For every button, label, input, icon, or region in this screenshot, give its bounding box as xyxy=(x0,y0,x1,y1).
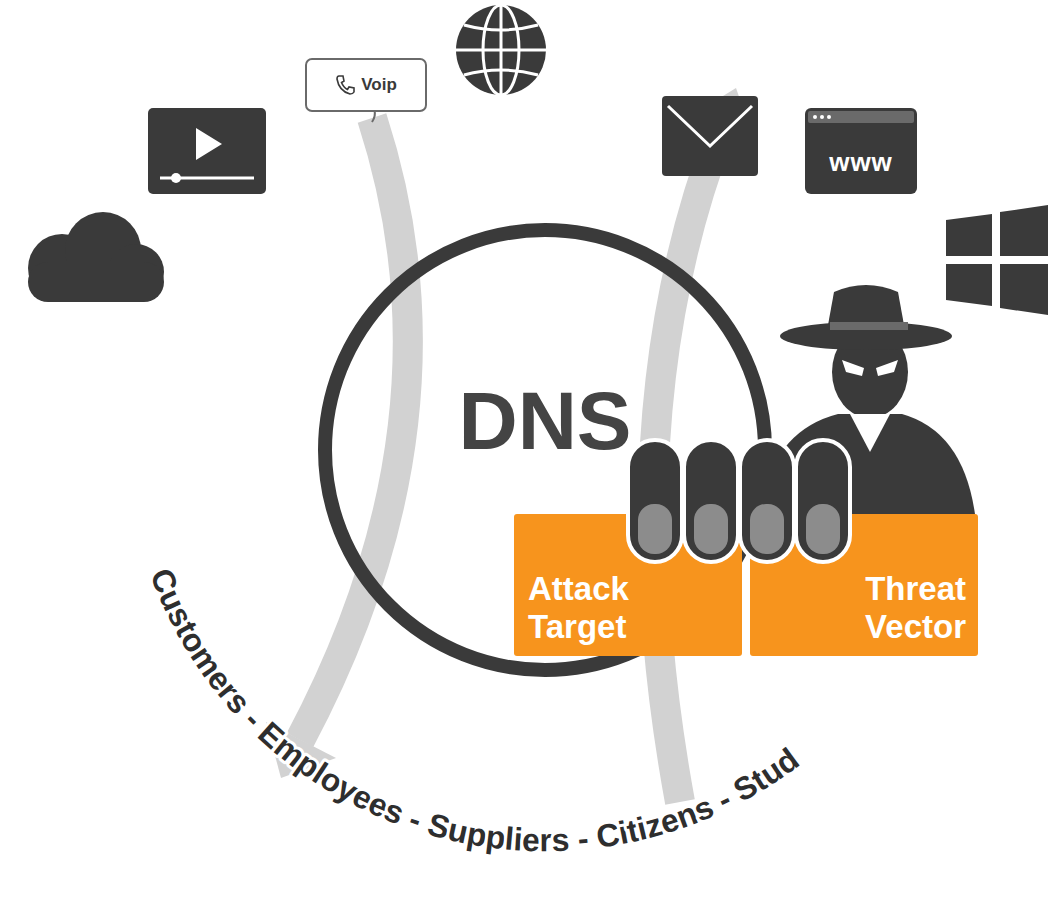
knuckle xyxy=(684,440,738,562)
flow-arrows xyxy=(266,88,756,802)
spy-hat-band xyxy=(830,322,908,330)
node-text: DNS xyxy=(458,380,631,462)
spy-eye xyxy=(876,360,898,376)
mail-icon xyxy=(662,96,758,176)
phone-glyph xyxy=(335,74,355,96)
spy-collar xyxy=(850,414,890,452)
node-text: Threat Vector xyxy=(816,570,966,646)
knuckle-tip xyxy=(750,504,784,554)
windows-logo xyxy=(946,205,1048,315)
knuckle-tip xyxy=(806,504,840,554)
globe-icon xyxy=(456,5,546,95)
knuckle xyxy=(628,440,682,562)
cloud-icon xyxy=(28,212,164,302)
spy-eye xyxy=(842,360,864,376)
knuckle-tip xyxy=(694,504,728,554)
knuckle xyxy=(740,440,794,562)
attack-target-box: Attack Target xyxy=(514,514,742,656)
spy-body xyxy=(758,414,976,522)
browser-icon: www xyxy=(805,108,917,194)
browser-bar xyxy=(805,108,917,128)
threat-vector-box: Threat Vector xyxy=(750,514,978,656)
voip-badge: Voip xyxy=(305,58,427,112)
knuckle xyxy=(796,440,850,562)
node-text: Voip xyxy=(361,75,397,95)
audience-label: Customers - Employees - Suppliers - Citi… xyxy=(143,563,805,858)
down-arrow-band xyxy=(300,118,408,740)
up-arrow-band xyxy=(653,132,720,802)
spy-hat-brim xyxy=(780,322,952,350)
node-text: Attack Target xyxy=(528,570,678,646)
video-icon xyxy=(148,108,266,194)
knuckle-tip xyxy=(638,504,672,554)
node-text: www xyxy=(829,147,893,178)
